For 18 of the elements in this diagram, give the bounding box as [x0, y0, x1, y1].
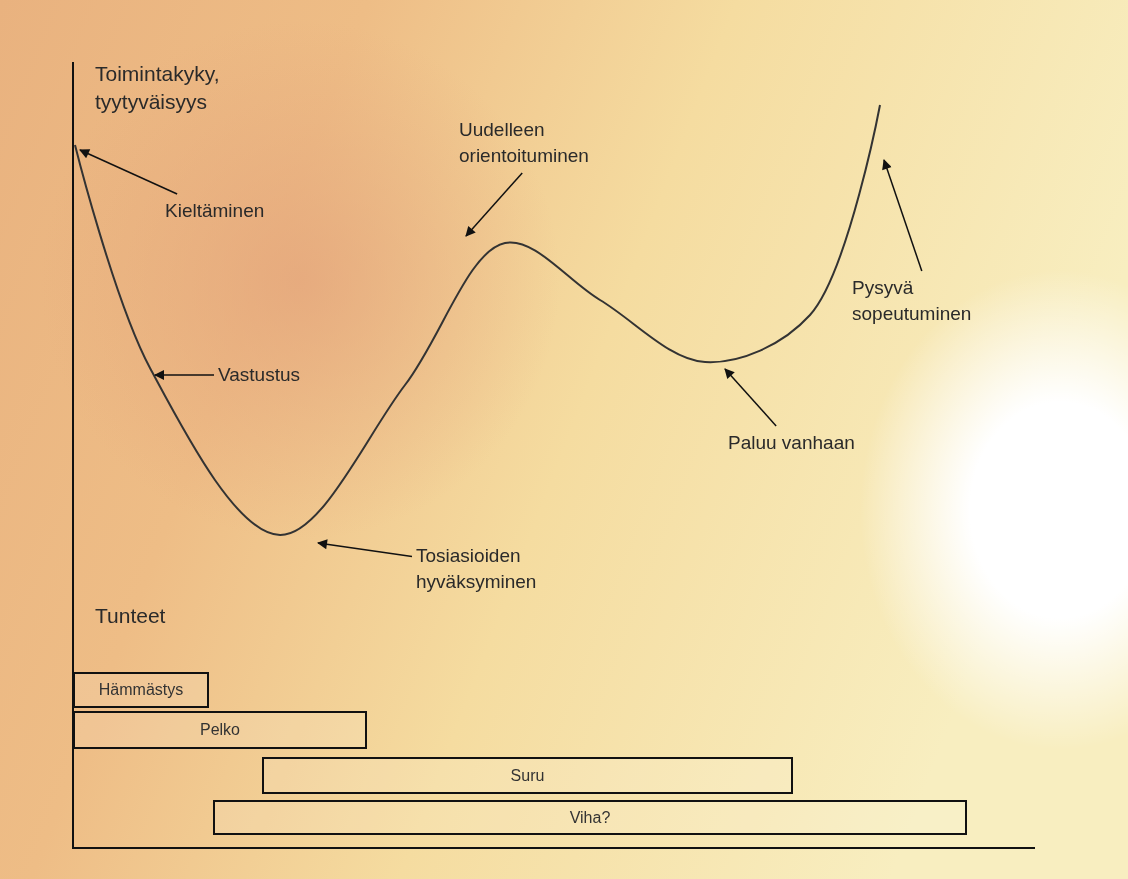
leader-arrow	[724, 368, 777, 427]
stage-label: Pysyvä sopeutuminen	[852, 275, 1012, 327]
stage-label: Vastustus	[218, 362, 301, 388]
leader-arrow	[79, 149, 178, 195]
leader-arrow	[465, 172, 523, 237]
stage-label: Uudelleen orientoituminen	[459, 117, 639, 169]
leader-arrow	[154, 370, 215, 380]
emotion-bar: Suru	[262, 757, 793, 794]
leader-arrow	[317, 539, 413, 558]
axis-label: Toimintakyky, tyytyväisyys	[95, 61, 221, 115]
stage-label: Kieltäminen	[165, 198, 265, 224]
emotion-bar: Hämmästys	[73, 672, 209, 708]
emotion-bar: Viha?	[213, 800, 967, 835]
stage-label: Tosiasioiden hyväksyminen	[416, 543, 581, 595]
section-label: Tunteet	[95, 603, 167, 629]
leader-arrow	[882, 159, 923, 272]
stage-label: Paluu vanhaan	[728, 430, 855, 456]
emotion-bar: Pelko	[73, 711, 367, 749]
